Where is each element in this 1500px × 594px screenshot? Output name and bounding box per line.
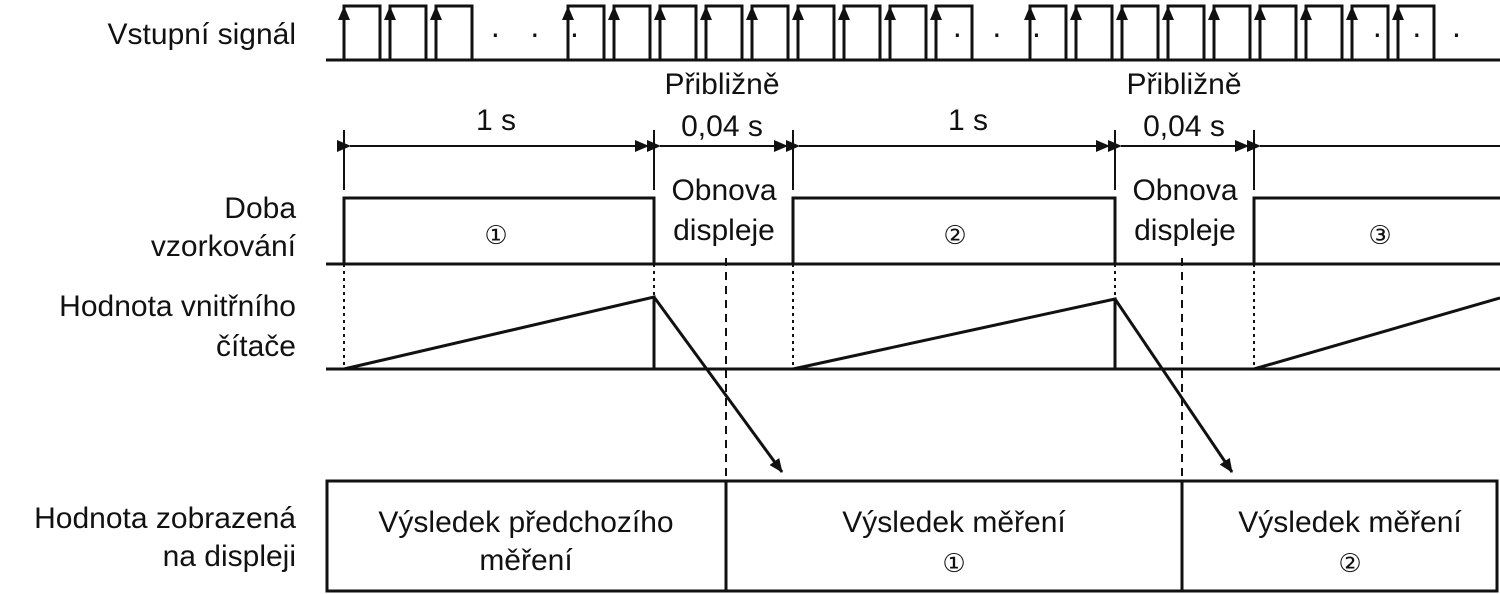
rising-edge-arrow [654, 6, 666, 20]
rising-edge-arrow [746, 6, 758, 20]
rising-edge-arrow [1208, 6, 1220, 20]
rising-edge-arrow [930, 6, 942, 20]
input-pulse [658, 4, 698, 60]
refresh-label-2-line2: displeje [1134, 214, 1236, 247]
transfer-arrow-1 [652, 296, 784, 473]
rising-edge-arrow [792, 6, 804, 20]
label-counter-line1: Hodnota vnitřního [59, 290, 296, 323]
display-result-2-line1: Výsledek měření [1238, 506, 1462, 539]
label-display-line2: na displeji [163, 540, 296, 573]
input-pulse [566, 4, 606, 60]
input-pulse [1304, 4, 1344, 60]
rising-edge-arrow [1024, 6, 1036, 20]
input-pulse [1350, 4, 1390, 60]
rising-edge-arrow [338, 6, 350, 20]
sampling-period-1: ① [484, 221, 507, 251]
label-sampling-line1: Doba [224, 192, 296, 225]
rising-edge-arrow [700, 6, 712, 20]
input-pulses [338, 4, 1436, 60]
transfer-arrows [652, 296, 1234, 473]
display-value-boxes [325, 479, 1499, 593]
sampling-period-3: ③ [1368, 221, 1391, 251]
input-pulse [888, 4, 928, 60]
input-pulse [750, 4, 790, 60]
input-pulse [434, 4, 474, 60]
rising-edge-arrow [1346, 6, 1358, 20]
interval-004s-first: 0,04 s [681, 110, 763, 143]
rising-edge-arrow [1116, 6, 1128, 20]
transfer-arrow-2 [1113, 298, 1234, 473]
input-signal-waveform: · · · · · · · · · [326, 4, 1500, 62]
interval-004s-second: 0,04 s [1143, 110, 1225, 143]
interval-approx-first: Přibližně [664, 68, 779, 101]
interval-dimensions [337, 130, 1500, 190]
rising-edge-arrow [384, 6, 396, 20]
input-pulse [612, 4, 652, 60]
ellipsis-1: · · · [490, 15, 590, 51]
input-pulse [1028, 4, 1068, 60]
rising-edge-arrow [1392, 6, 1404, 20]
display-result-1-line2: ① [942, 549, 965, 579]
input-pulse [1166, 4, 1206, 60]
rising-edge-arrow [1070, 6, 1082, 20]
input-pulse [342, 4, 382, 60]
input-pulse [704, 4, 744, 60]
rising-edge-arrow [430, 6, 442, 20]
interval-1s-first: 1 s [476, 104, 516, 137]
refresh-label-2-line1: Obnova [1132, 174, 1237, 207]
refresh-label-1-line2: displeje [673, 214, 775, 247]
label-input-signal: Vstupní signál [108, 18, 296, 51]
sampling-waveform [326, 196, 1500, 266]
display-previous-line2: měření [479, 544, 573, 577]
rising-edge-arrow [884, 6, 896, 20]
display-result-2-line2: ② [1338, 549, 1361, 579]
rising-edge-arrow [1162, 6, 1174, 20]
label-sampling-line2: vzorkování [151, 230, 297, 263]
rising-edge-arrow [1254, 6, 1266, 20]
display-result-1-line1: Výsledek měření [842, 506, 1066, 539]
input-pulse [1396, 4, 1436, 60]
guide-lines [343, 258, 1255, 480]
rising-edge-arrow [608, 6, 620, 20]
label-display-line1: Hodnota zobrazená [34, 502, 296, 535]
input-pulse [796, 4, 836, 60]
input-pulse [934, 4, 974, 60]
display-previous-line1: Výsledek předchozího [378, 506, 673, 539]
input-pulse [1212, 4, 1252, 60]
input-pulse [1074, 4, 1114, 60]
ellipsis-2: · · · [952, 15, 1052, 51]
refresh-label-1-line1: Obnova [671, 174, 776, 207]
rising-edge-arrow [562, 6, 574, 20]
counter-waveform [326, 295, 1500, 371]
interval-1s-second: 1 s [948, 104, 988, 137]
input-pulse [1258, 4, 1298, 60]
rising-edge-arrow [1300, 6, 1312, 20]
interval-approx-second: Přibližně [1126, 68, 1241, 101]
sampling-period-2: ② [943, 221, 966, 251]
ellipsis-3: · · · [1372, 15, 1472, 51]
input-pulse [842, 4, 882, 60]
label-counter-line2: čítače [216, 330, 296, 363]
input-pulse [388, 4, 428, 60]
rising-edge-arrow [838, 6, 850, 20]
input-pulse [1120, 4, 1160, 60]
